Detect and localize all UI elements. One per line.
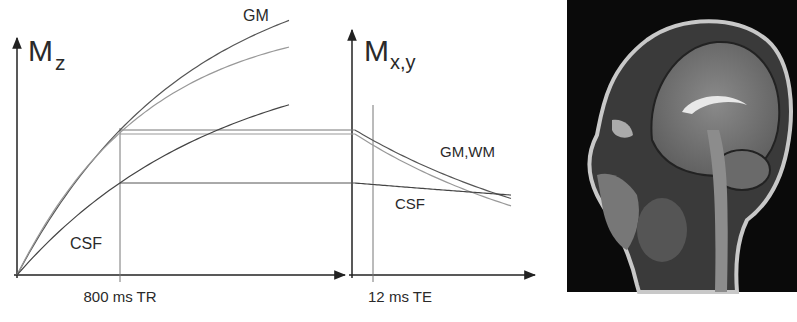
wm-recovery-curve <box>17 47 289 275</box>
wm-decay-curve <box>355 134 511 206</box>
transfer-line <box>120 183 355 184</box>
mz-axis <box>16 38 18 278</box>
eye <box>612 120 633 138</box>
nasal-area <box>597 174 639 250</box>
csf-decay-curve <box>355 183 511 195</box>
axis-symbol: M <box>28 36 53 66</box>
axis-label: 12 ms TE <box>368 289 432 304</box>
time-axis <box>14 274 345 276</box>
curve-label: CSF <box>70 236 102 252</box>
image-ground <box>567 0 797 292</box>
curve-label: GM <box>243 8 269 24</box>
transfer-line <box>120 130 355 131</box>
tr-marker <box>120 128 121 282</box>
brainstem <box>707 130 728 292</box>
axis-symbol: M <box>364 36 389 66</box>
mxy-axis <box>351 30 353 278</box>
mri-image <box>567 0 797 292</box>
transfer-line <box>120 134 355 135</box>
te-marker <box>373 105 374 282</box>
axis-subscript: x,y <box>390 52 416 72</box>
curve-group <box>17 20 511 275</box>
corpus-callosum <box>682 96 747 114</box>
csf-recovery-curve <box>17 105 289 275</box>
axis-subscript: z <box>55 52 66 73</box>
gm-decay-curve <box>355 130 511 198</box>
tongue <box>637 198 687 262</box>
axis-label: 800 ms TR <box>83 289 156 304</box>
time-axis <box>349 274 535 276</box>
head-outline <box>589 21 791 292</box>
curve-label: GM,WM <box>440 144 495 159</box>
curve-label: CSF <box>395 196 425 211</box>
gm-recovery-curve <box>17 20 289 275</box>
